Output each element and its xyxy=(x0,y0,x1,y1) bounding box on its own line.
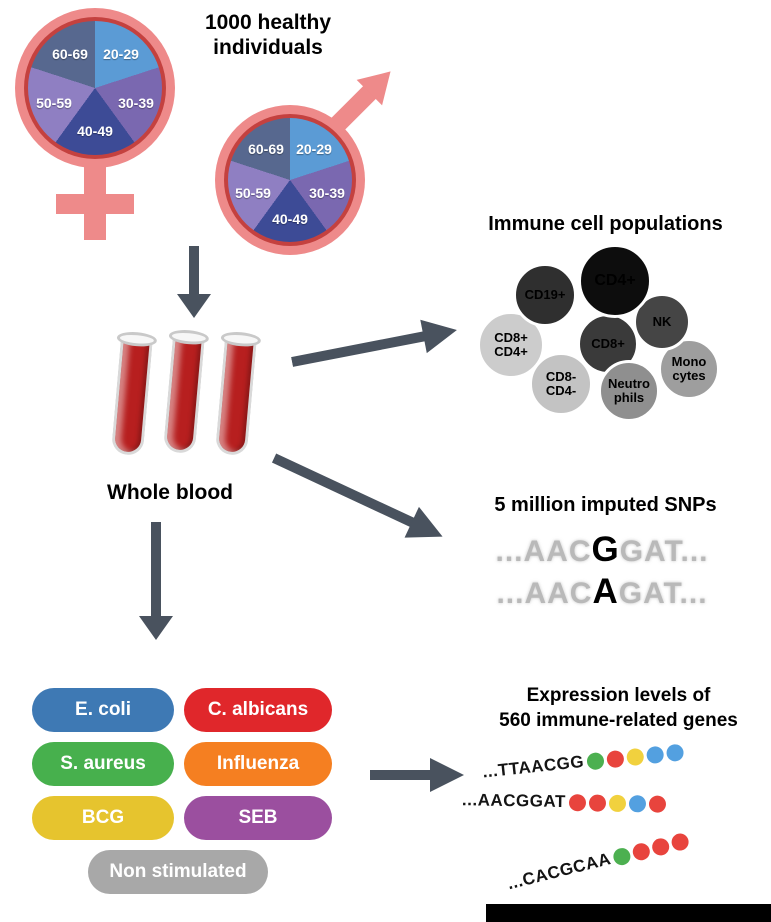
arrow-down-blood-to-stimuli xyxy=(139,522,173,640)
bead-green xyxy=(586,751,605,771)
whole-blood-label: Whole blood xyxy=(107,481,233,504)
age-slice-label: 60-69 xyxy=(248,141,284,157)
age-slice-label: 50-59 xyxy=(36,95,72,111)
stimulus-influenza: Influenza xyxy=(184,742,332,786)
snp-seq1-variant-allele: G xyxy=(591,530,620,569)
bead-blue xyxy=(645,745,665,765)
snp-seq2-prefix: ...AAC xyxy=(496,577,593,610)
female-symbol-crossbar xyxy=(56,194,134,214)
stimulus-bcg: BCG xyxy=(32,796,174,840)
bead-red xyxy=(650,836,672,858)
bead-yellow xyxy=(608,794,626,813)
cell-monocytes: Mono cytes xyxy=(658,338,720,400)
age-slice-label: 20-29 xyxy=(103,46,139,62)
expression-title: Expression levels of 560 immune-related … xyxy=(466,684,771,733)
blood-tube xyxy=(159,328,210,457)
bead-red xyxy=(631,841,652,863)
snp-seq1-prefix: ...AAC xyxy=(495,535,592,568)
stimulus-e-coli: E. coli xyxy=(32,688,174,732)
bead-chain xyxy=(583,741,685,771)
bead-yellow xyxy=(625,747,645,767)
blood-tube-liquid xyxy=(110,339,153,457)
snp-sequence-1: ...AACGGAT... xyxy=(452,530,752,570)
cell-neutrophils: Neutro phils xyxy=(598,360,660,422)
bottom-black-bar xyxy=(486,904,771,922)
bead-blue xyxy=(628,795,646,813)
bead-red xyxy=(605,749,625,769)
male-age-pie-chart: 20-29 30-39 40-49 50-59 60-69 xyxy=(228,118,352,242)
expression-sequence-row: ...AACGGAT xyxy=(462,790,666,814)
population-title-line1: 1000 healthy xyxy=(204,11,332,34)
age-slice-label: 30-39 xyxy=(118,95,154,111)
stimulus-s-aureus: S. aureus xyxy=(32,742,174,786)
bead-blue xyxy=(665,743,685,763)
arrow-blood-to-immune-cells xyxy=(291,319,457,367)
expression-title-line2: 560 immune-related genes xyxy=(499,709,738,731)
bead-chain xyxy=(566,792,666,813)
blood-tube-liquid xyxy=(162,337,205,455)
gene-sequence-text: ...AACGGAT xyxy=(461,790,567,812)
blood-tube xyxy=(107,330,158,459)
age-slice-label: 40-49 xyxy=(77,123,113,139)
snp-seq2-suffix: GAT... xyxy=(618,577,708,610)
immune-cells-title: Immune cell populations xyxy=(488,213,723,235)
female-symbol: 20-29 30-39 40-49 50-59 60-69 xyxy=(15,8,195,248)
snp-seq1-suffix: GAT... xyxy=(619,535,709,568)
cell-cd4pos: CD4+ xyxy=(578,244,652,318)
male-symbol: 20-29 30-39 40-49 50-59 60-69 xyxy=(213,55,423,265)
stimulus-non-stimulated: Non stimulated xyxy=(88,850,268,894)
bead-red xyxy=(568,794,586,812)
age-slice-label: 20-29 xyxy=(296,141,332,157)
bead-green xyxy=(611,846,633,867)
snp-seq2-variant-allele: A xyxy=(592,572,619,611)
population-title: 1000 healthy individuals xyxy=(178,10,358,60)
blood-tube-liquid xyxy=(214,339,257,457)
age-slice-label: 50-59 xyxy=(235,185,271,201)
bead-red xyxy=(588,794,606,812)
stimulus-c-albicans: C. albicans xyxy=(184,688,332,732)
gene-sequence-text: ...CACGCAA xyxy=(505,849,613,894)
gene-sequence-text: ...TTAACGG xyxy=(481,751,585,782)
snp-sequence-2: ...AACAGAT... xyxy=(452,572,752,612)
stimulus-seb: SEB xyxy=(184,796,332,840)
arrow-stimuli-to-expression xyxy=(370,758,464,792)
arrow-blood-to-snps xyxy=(271,453,443,538)
population-title-line2: individuals xyxy=(213,36,323,60)
expression-sequence-row: ...CACGCAA xyxy=(505,830,691,894)
age-slice-label: 30-39 xyxy=(309,185,345,201)
age-slice-label: 60-69 xyxy=(52,46,88,62)
bead-red xyxy=(648,795,666,813)
expression-sequence-row: ...TTAACGG xyxy=(482,741,685,782)
bead-chain xyxy=(608,830,691,868)
cell-cd19pos: CD19+ xyxy=(513,263,577,327)
female-age-pie-chart: 20-29 30-39 40-49 50-59 60-69 xyxy=(28,21,162,155)
blood-tube xyxy=(211,330,262,459)
arrow-down-population-to-blood xyxy=(177,246,211,318)
expression-title-line1: Expression levels of xyxy=(526,685,711,706)
immune-cell-cluster: CD8+ CD4+ CD19+ NK Mono cytes CD4+ CD8+ … xyxy=(477,244,753,438)
snps-title: 5 million imputed SNPs xyxy=(494,494,717,516)
age-slice-label: 40-49 xyxy=(272,211,308,227)
bead-red xyxy=(669,831,691,853)
